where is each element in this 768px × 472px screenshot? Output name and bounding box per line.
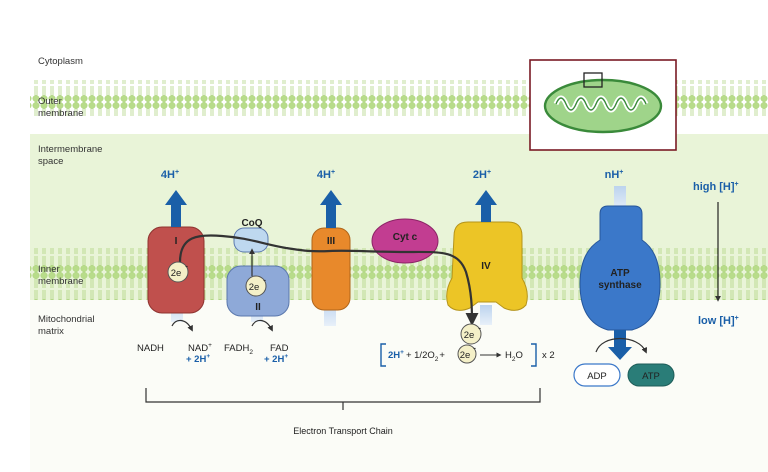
fad-2h-label: + 2H+ <box>264 353 288 365</box>
complex-3: III <box>311 227 351 326</box>
atp-synthase-label-2: synthase <box>598 280 642 291</box>
complex-3-label: III <box>327 236 336 247</box>
fad-label: FAD <box>270 343 289 354</box>
fadh2-label: FADH2 <box>224 343 253 356</box>
electron-complex-1: 2e - <box>167 261 189 283</box>
proton-arrow-complex-3 <box>320 190 342 228</box>
electron-path-arrow <box>178 234 479 326</box>
mitochondrion-icon <box>543 78 663 134</box>
electron-water: 2e - <box>460 323 482 345</box>
atp-synthase-down-arrow <box>608 330 632 360</box>
svg-text:-: - <box>263 275 266 286</box>
electron-complex-2: 2e - <box>245 275 267 297</box>
complex-4-label: IV <box>481 261 491 272</box>
adp-badge: ADP <box>573 363 621 387</box>
atp-synthase: ATP synthase <box>579 186 661 360</box>
protons-atp-synthase: nH+ <box>605 169 624 181</box>
nad-plus-label: NAD+ <box>188 342 212 354</box>
inner-membrane-label-2: membrane <box>38 276 83 287</box>
water-multiplier: x 2 <box>542 350 555 361</box>
low-h-label: low [H]+ <box>698 315 739 327</box>
svg-text:ADP: ADP <box>587 371 607 382</box>
complex-2-label: II <box>255 302 261 313</box>
mitochondrion-inset <box>529 59 677 151</box>
proton-arrow-complex-1 <box>165 190 187 227</box>
protons-complex-1: 4H+ <box>161 169 179 181</box>
svg-text:2e: 2e <box>464 330 475 341</box>
svg-text:-: - <box>185 261 188 272</box>
protons-complex-3: 4H+ <box>317 169 335 181</box>
cytoplasm-label: Cytoplasm <box>38 56 83 67</box>
nadh-reaction-arrow <box>171 319 193 332</box>
svg-text:2e: 2e <box>249 282 260 293</box>
high-h-label: high [H]+ <box>693 181 739 193</box>
water-reaction-text: 2H++ 1/2O2+ <box>388 349 445 363</box>
intermembrane-label-1: Intermembrane <box>38 144 102 155</box>
intermembrane-label-2: space <box>38 156 63 167</box>
cyt-c-label: Cyt c <box>393 232 418 243</box>
atp-badge: ATP <box>627 363 675 387</box>
outer-membrane-label-1: Outer <box>38 96 62 107</box>
svg-text:2e: 2e <box>460 350 471 361</box>
outer-membrane-label-2: membrane <box>38 108 83 119</box>
complex-1-label: I <box>175 236 178 247</box>
inner-membrane-label-1: Inner <box>38 264 60 275</box>
nadh-label: NADH <box>137 343 164 354</box>
water-product: H2O <box>505 350 523 363</box>
water-reaction: 2H++ 1/2O2+ 2e - H2O x 2 <box>380 343 555 367</box>
svg-text:-: - <box>478 323 481 334</box>
proton-arrow-complex-4 <box>475 190 497 222</box>
svg-text:ATP: ATP <box>642 371 660 382</box>
etc-caption: Electron Transport Chain <box>293 426 393 436</box>
fadh2-reaction-arrow <box>251 319 273 332</box>
matrix-label-2: matrix <box>38 326 64 337</box>
svg-text:2e: 2e <box>171 268 182 279</box>
complex-4: IV <box>446 221 528 325</box>
cyt-c: Cyt c <box>371 218 439 264</box>
protons-complex-4: 2H+ <box>473 169 491 181</box>
nad-2h-label: + 2H+ <box>186 353 210 365</box>
adp-atp-arrow <box>595 338 648 354</box>
etc-bracket <box>145 388 541 410</box>
coq-label: CoQ <box>241 218 262 229</box>
svg-text:-: - <box>473 343 476 354</box>
atp-synthase-label-1: ATP <box>610 268 630 279</box>
matrix-label-1: Mitochondrial <box>38 314 95 325</box>
